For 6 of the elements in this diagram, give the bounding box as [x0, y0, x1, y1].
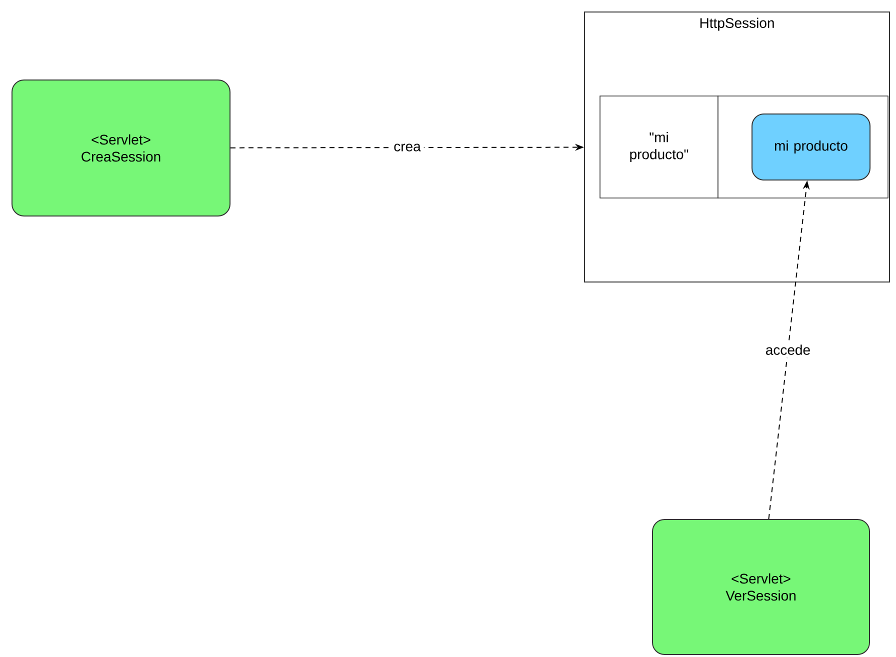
table-cell: "mi producto"	[600, 96, 718, 198]
object-box: mi producto	[752, 114, 870, 180]
edge-label: crea	[390, 140, 424, 154]
servlet-box: <Servlet> CreaSession	[12, 80, 230, 216]
servlet-box: <Servlet> VerSession	[652, 519, 870, 655]
edge-label: accede	[762, 342, 814, 358]
